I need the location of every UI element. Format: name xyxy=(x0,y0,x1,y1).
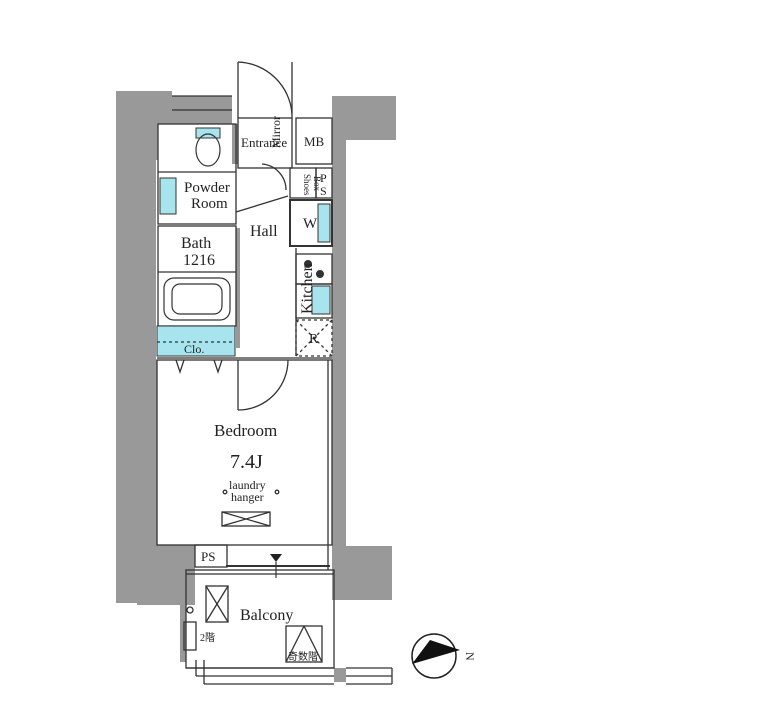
label-odd-floor-note: 奇数階 xyxy=(288,650,318,663)
label-mirror: Mirror xyxy=(269,116,283,148)
label-ps-p: P xyxy=(320,171,327,185)
fixture-outlines xyxy=(157,133,235,343)
label-washer: W xyxy=(303,216,318,232)
label-bath: Bath xyxy=(181,235,211,252)
label-balcony: Balcony xyxy=(240,607,293,624)
label-shoes: Shoes xyxy=(302,174,312,196)
compass-label: N xyxy=(463,652,477,661)
label-laundry: laundry xyxy=(229,478,266,492)
wall-partition-mid xyxy=(236,228,240,348)
label-powder: Powder xyxy=(184,180,230,196)
window-arrow-icon xyxy=(270,554,282,562)
partitions xyxy=(156,61,393,685)
label-bedroom-size: 7.4J xyxy=(230,451,263,473)
wall-right-lower xyxy=(332,500,392,600)
label-fridge: R xyxy=(309,332,319,347)
kitchen-sink xyxy=(311,285,331,315)
label-mb: MB xyxy=(304,134,325,149)
stove xyxy=(304,260,324,278)
wall-bedroom-left xyxy=(152,360,157,545)
balcony-post xyxy=(334,668,346,682)
wall-partition-top xyxy=(232,124,238,164)
washer-panel xyxy=(317,203,331,243)
label-box: Box xyxy=(312,176,322,192)
walls xyxy=(116,91,396,682)
north-arrow-icon xyxy=(412,640,460,664)
wall-left-lower xyxy=(137,545,195,605)
label-closet: Clo. xyxy=(184,342,204,356)
label-entrance: Entrance xyxy=(241,135,287,150)
label-powder-room: Room xyxy=(191,196,228,212)
label-bath-size: 1216 xyxy=(183,252,215,269)
wall-top-left xyxy=(116,91,232,160)
label-hall: Hall xyxy=(250,223,278,240)
wall-top-right xyxy=(332,96,396,500)
fixtures xyxy=(156,127,331,357)
label-bedroom: Bedroom xyxy=(214,421,277,440)
compass: N xyxy=(411,633,477,679)
toilet-tank xyxy=(195,127,221,139)
toilet-bowl xyxy=(195,133,221,167)
label-ps-lower: PS xyxy=(201,549,215,564)
label-kitchen: Kitchen xyxy=(299,263,316,314)
label-floor-note: 2階 xyxy=(200,632,215,644)
wall-balcony-left xyxy=(180,602,186,662)
compass-circle xyxy=(411,633,457,679)
powder-sink xyxy=(159,177,177,215)
closet-rail xyxy=(156,325,236,357)
bathtub xyxy=(163,277,231,321)
wall-left xyxy=(116,160,156,603)
label-ps-s: S xyxy=(320,184,327,198)
label-hanger: hanger xyxy=(231,490,264,504)
